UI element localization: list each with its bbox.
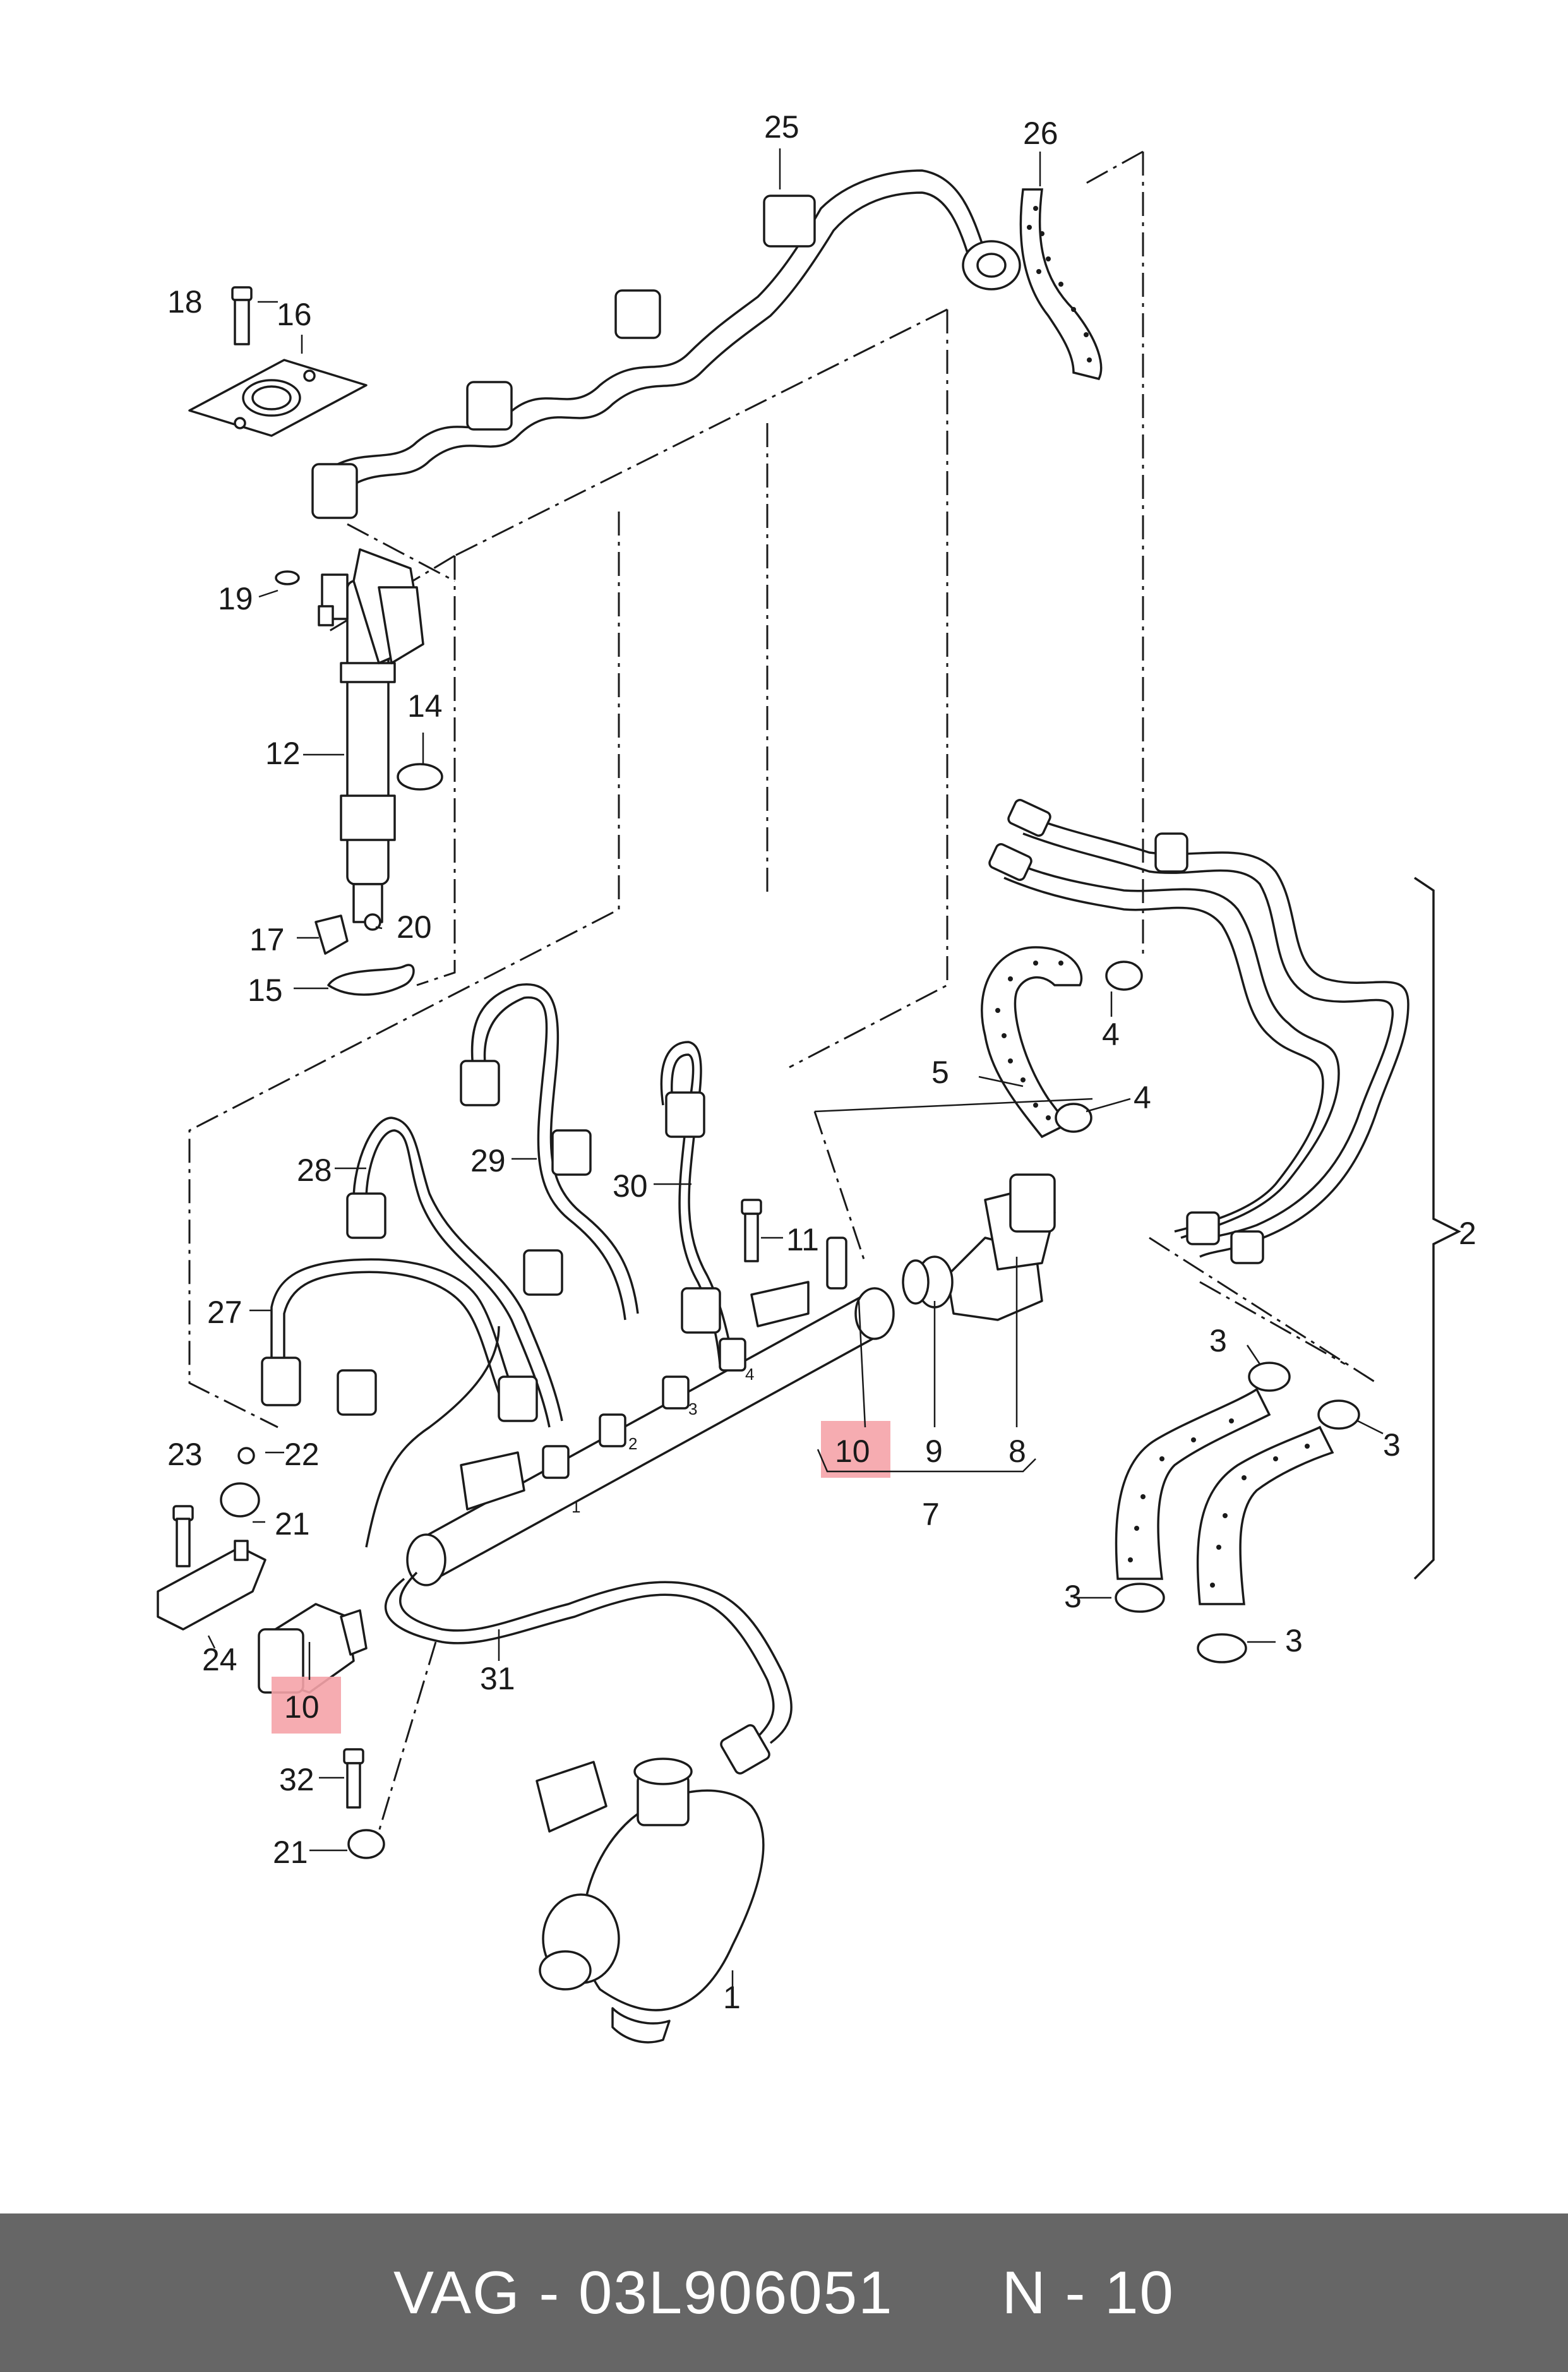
- callout-24: 24: [202, 1642, 237, 1677]
- callout-21-upper: 21: [275, 1506, 310, 1542]
- footer-bar: VAG - 03L906051 N - 10: [0, 2213, 1568, 2372]
- bolt-18: [231, 286, 253, 345]
- hoses-3: [1115, 1362, 1360, 1663]
- footer-separator: -: [520, 2258, 578, 2327]
- callout-8: 8: [1008, 1434, 1026, 1469]
- bracket-24: [157, 1447, 266, 1631]
- high-pressure-pump-1: [536, 1758, 765, 2044]
- rail-port-label-4: 4: [745, 1365, 754, 1384]
- callout-5: 5: [931, 1055, 949, 1090]
- injector-12: [318, 548, 424, 923]
- rail-port-label-2: 2: [628, 1434, 637, 1453]
- footer-brand: VAG: [393, 2258, 521, 2327]
- callout-25: 25: [764, 109, 799, 145]
- callout-9: 9: [925, 1434, 943, 1469]
- callout-3-d: 3: [1285, 1623, 1303, 1658]
- callout-labels: 25 26 18 16 19 12 14 17 20 15 4 5 4 28 2…: [167, 109, 1476, 2015]
- highlight-10-sender: [272, 1677, 341, 1734]
- injector-small-parts: [275, 570, 443, 996]
- fuel-return-line: [311, 169, 1021, 519]
- highlight-10-rail: [821, 1421, 890, 1478]
- callout-17: 17: [249, 922, 285, 957]
- callout-27: 27: [207, 1295, 242, 1330]
- parts-diagram: 1 2 3 4: [157, 109, 1476, 2044]
- callout-31: 31: [480, 1661, 515, 1696]
- callout-7: 7: [922, 1497, 940, 1532]
- footer-position: N - 10: [1002, 2258, 1175, 2327]
- callout-2: 2: [1459, 1216, 1476, 1251]
- callout-23: 23: [167, 1437, 203, 1472]
- callout-19: 19: [218, 581, 253, 616]
- callout-3-c: 3: [1064, 1579, 1082, 1614]
- rail-port-label-3: 3: [688, 1399, 697, 1418]
- callout-22: 22: [284, 1437, 320, 1472]
- callout-21-lower: 21: [273, 1835, 308, 1870]
- clip-21-lower: [343, 1748, 385, 1859]
- footer-gap: [893, 2259, 1002, 2327]
- pressure-valve-8: [902, 1173, 1056, 1321]
- callout-4-lower: 4: [1134, 1080, 1151, 1115]
- callout-29: 29: [470, 1143, 506, 1178]
- callout-3-a: 3: [1209, 1323, 1227, 1358]
- fuel-rail-7: 1 2 3 4: [406, 1237, 895, 1586]
- callout-30: 30: [613, 1168, 648, 1204]
- gasket-16: [188, 359, 368, 437]
- supply-lines-2: [988, 799, 1461, 1580]
- hose-26: [1019, 188, 1103, 381]
- callout-12: 12: [265, 736, 301, 771]
- footer-caption: VAG - 03L906051 N - 10: [393, 2258, 1175, 2328]
- callout-16: 16: [277, 297, 312, 332]
- callout-20: 20: [397, 909, 432, 945]
- callout-14: 14: [407, 688, 443, 724]
- callout-leaders: [207, 148, 1384, 1989]
- callout-32: 32: [279, 1762, 314, 1797]
- callout-3-b: 3: [1383, 1427, 1401, 1463]
- callout-26: 26: [1023, 116, 1058, 151]
- callout-4-upper: 4: [1102, 1017, 1120, 1052]
- callout-28: 28: [297, 1153, 332, 1188]
- callout-18: 18: [167, 284, 203, 320]
- footer-part-number: 03L906051: [578, 2258, 894, 2327]
- callout-11: 11: [786, 1222, 819, 1257]
- bolt-11: [741, 1199, 762, 1262]
- callout-10-rail: 10: [835, 1434, 870, 1469]
- hose-5: [981, 946, 1143, 1139]
- callout-1: 1: [723, 1980, 741, 2015]
- injector-pipes: [261, 983, 734, 1428]
- callout-15: 15: [248, 973, 283, 1008]
- callout-10-sender: 10: [284, 1689, 320, 1725]
- rail-port-label-1: 1: [572, 1497, 580, 1516]
- pipe-31: [365, 1326, 793, 1775]
